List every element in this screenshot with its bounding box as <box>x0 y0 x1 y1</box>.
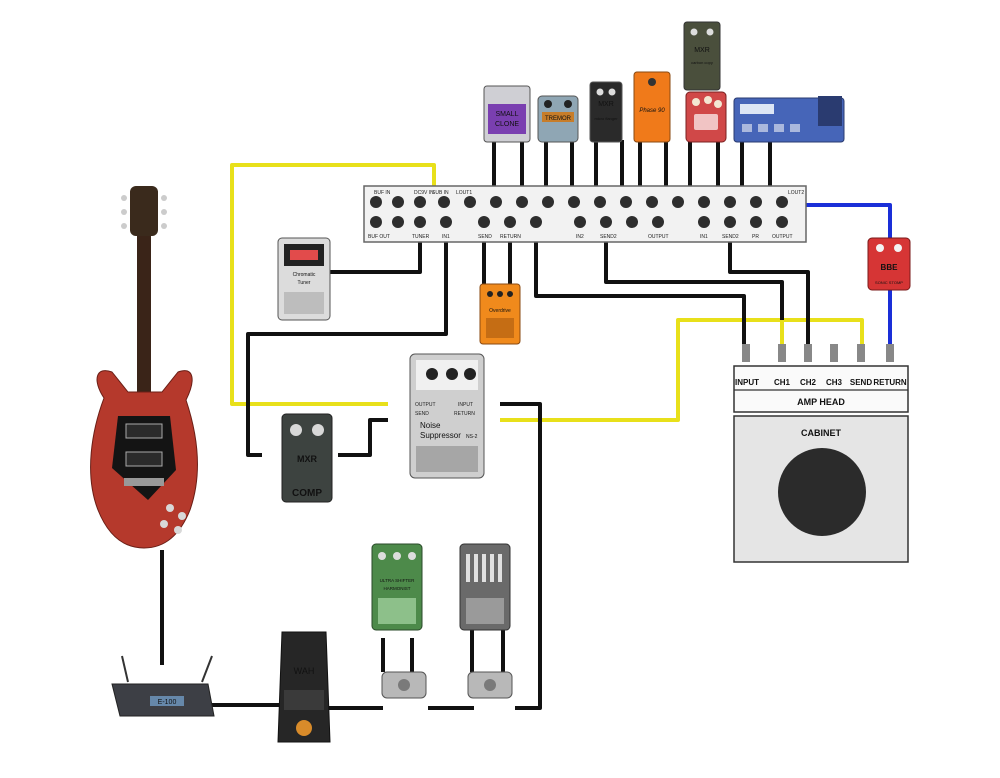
cable-ns2-to-comp <box>338 418 388 457</box>
ns2-jack-output: OUTPUT <box>415 402 436 408</box>
pedal-small-clone: SMALL CLONE <box>483 85 531 143</box>
switcher-label-dc-in: DC9V IN <box>414 190 434 196</box>
wah-label: WAH <box>294 666 315 676</box>
switcher-label-lout2: LOUT2 <box>788 190 804 196</box>
flanger-brand: MXR <box>598 101 614 108</box>
flanger-name: micro flanger <box>594 116 618 121</box>
amp-jack-ch2: CH2 <box>800 378 817 387</box>
switcher-label-sub-in: SUB IN <box>432 190 449 196</box>
switcher-jacks <box>370 196 788 228</box>
switcher-label-in1: IN1 <box>442 234 450 240</box>
pedal-bbe-sonic-stomp: BBE SONIC STOMP <box>867 237 911 291</box>
bbe-name: SONIC STOMP <box>875 280 903 285</box>
amp-jack-ch1: CH1 <box>774 378 791 387</box>
pedal-carbon-copy: MXR carbon copy <box>683 21 721 91</box>
amp-jack-ch3: CH3 <box>826 378 843 387</box>
switcher-label-tuner: TUNER <box>412 234 430 240</box>
orange-pedal-label: Phase 90 <box>639 108 665 114</box>
loop-switcher: BUF IN DC9V IN SUB IN LOUT1 LOUT2 BUF OU… <box>363 185 807 243</box>
pedal-noise-suppressor: OUTPUT SEND INPUT RETURN Noise Suppresso… <box>409 353 485 479</box>
switcher-label-output: OUTPUT <box>648 234 669 240</box>
switcher-label-lout1: LOUT1 <box>456 190 472 196</box>
bbe-brand: BBE <box>881 263 899 272</box>
amp-head-title: AMP HEAD <box>797 397 845 407</box>
cabinet-title: CABINET <box>801 428 842 438</box>
switcher-label-return: RETURN <box>500 234 521 240</box>
cable-comp-to-switcher <box>246 225 448 457</box>
loop-box-eq <box>467 671 513 699</box>
harmonist-line2: HARMONIST <box>384 586 411 591</box>
amp-jack-return: RETURN <box>873 378 907 387</box>
ns2-line1: Noise <box>420 421 441 430</box>
comp-brand: MXR <box>297 454 318 464</box>
cable-switcher-to-ch1 <box>604 225 784 320</box>
amp-jack-send: SEND <box>850 378 872 387</box>
loop-box-harmonist <box>381 671 427 699</box>
switcher-label-send: SEND <box>478 234 492 240</box>
pedal-overdrive: Overdrive <box>479 283 521 345</box>
cable-eq-to-ns2 <box>500 402 542 710</box>
switcher-label-send2: SEND2 <box>600 234 617 240</box>
pedal-tremolo: TREMOR <box>537 95 579 143</box>
pedal-chromatic-tuner: Chromatic Tuner <box>277 237 331 321</box>
carbon-copy-brand: MXR <box>694 47 710 54</box>
pedal-mxr-comp: MXR COMP <box>281 413 333 503</box>
ns2-model: NS-2 <box>466 434 478 440</box>
blue-cable-lout2-to-bbe <box>806 203 892 240</box>
ns2-jack-input: INPUT <box>458 402 473 408</box>
pedal-orange: Phase 90 <box>633 71 671 143</box>
switcher-label-pr: PR <box>752 234 759 240</box>
overdrive-label: Overdrive <box>489 308 511 314</box>
harmonist-line1: ULTRA SHIFTER <box>380 578 415 583</box>
pedal-eq <box>459 543 511 631</box>
carbon-copy-name: carbon copy <box>691 60 713 65</box>
yellow-cable-send-to-ns2 <box>500 318 864 422</box>
wah-pedal: WAH <box>277 631 331 743</box>
switcher-label-buf-out: BUF OUT <box>368 234 390 240</box>
ns2-jack-send: SEND <box>415 411 429 417</box>
amp-jack-input: INPUT <box>735 378 759 387</box>
tremolo-label: TREMOR <box>545 116 572 122</box>
switcher-label-output2: OUTPUT <box>772 234 793 240</box>
speaker-cone <box>778 448 866 536</box>
small-clone-line1: SMALL <box>496 111 519 118</box>
ns2-line2: Suppressor <box>420 431 461 440</box>
comp-name: COMP <box>292 488 322 499</box>
switcher-label-send2b: SEND2 <box>722 234 739 240</box>
electric-guitar <box>90 186 199 549</box>
cabinet: CABINET <box>733 415 909 563</box>
switcher-label-in1b: IN1 <box>700 234 708 240</box>
wireless-receiver: E-100 <box>111 655 215 717</box>
pedal-harmonist: ULTRA SHIFTER HARMONIST <box>371 543 423 631</box>
multi-effects-unit <box>733 96 845 143</box>
amp-head: INPUT CH1 CH2 CH3 SEND RETURN AMP HEAD <box>733 344 909 413</box>
wireless-label: E-100 <box>158 699 177 706</box>
cable-switcher-to-ch2 <box>728 225 810 346</box>
ns2-jack-return: RETURN <box>454 411 475 417</box>
yellow-cable-switcher-to-ns2 <box>230 163 436 406</box>
switcher-label-buf-in: BUF IN <box>374 190 391 196</box>
switcher-label-in2: IN2 <box>576 234 584 240</box>
tuner-line2: Tuner <box>298 280 311 286</box>
small-clone-line2: CLONE <box>495 121 519 128</box>
tuner-line1: Chromatic <box>293 272 316 278</box>
cable-switcher-to-input <box>534 225 746 346</box>
pedal-mxr-flanger: MXR micro flanger <box>589 81 623 143</box>
pedal-red <box>685 91 727 143</box>
